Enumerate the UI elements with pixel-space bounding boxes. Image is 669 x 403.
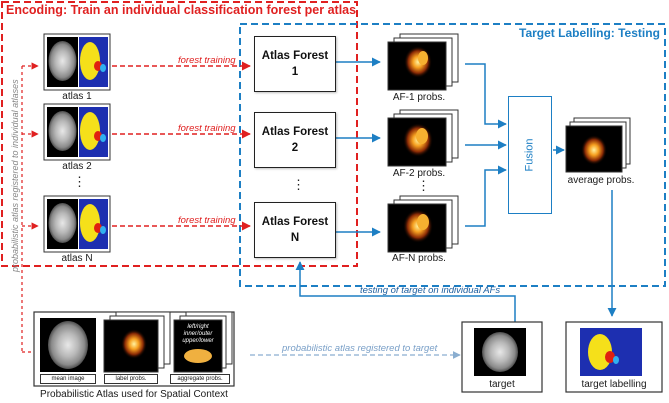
atlas-2-label: atlas 2 <box>62 161 92 172</box>
atlas-ellipsis: ⋮ <box>73 174 86 189</box>
registration-connector <box>21 62 39 353</box>
atlas-image-row-n <box>43 195 111 253</box>
target-labelling-label: target labelling <box>581 379 647 390</box>
atlas-forest-1-title: Atlas Forest <box>261 50 329 62</box>
agg-inner-outer: inner/outer <box>183 331 213 337</box>
side-registration-label: probabilistic atlas registered to indivi… <box>10 79 20 272</box>
mean-image-thumb <box>40 318 96 372</box>
fusion-box[interactable] <box>508 96 552 214</box>
prob-atlas-caption: Probabilistic Atlas used for Spatial Con… <box>40 389 228 400</box>
atlas-image-row-2 <box>43 103 111 161</box>
registered-to-target-label: probabilistic atlas registered to target <box>282 343 438 354</box>
atlas-image-row-1 <box>43 33 111 91</box>
forest-ellipsis: ⋮ <box>292 177 305 192</box>
atlas-forest-2-title: Atlas Forest <box>261 126 329 138</box>
forest-training-label-2: forest training <box>178 123 236 134</box>
label-probs-thumb <box>103 311 171 373</box>
agg-left-right: left/right <box>187 324 209 330</box>
fusion-label: Fusion <box>524 138 536 172</box>
target-label: target <box>489 379 515 390</box>
atlas-forest-2-index: 2 <box>291 142 299 154</box>
aggregate-probs-label: aggregate probs. <box>170 374 230 384</box>
agg-upper-lower: upper/lower <box>182 338 214 344</box>
forest-training-label-1: forest training <box>178 55 236 66</box>
atlas-forest-2[interactable]: Atlas Forest 2 <box>254 112 336 168</box>
testing-frame <box>239 23 666 287</box>
atlas-forest-n-index: N <box>290 232 300 244</box>
label-probs-label: label probs. <box>104 374 158 384</box>
af-n-probs-label: AF-N probs. <box>392 253 446 264</box>
encoding-frame <box>1 1 358 267</box>
af-n-probability-stack <box>387 195 459 253</box>
af-1-probs-label: AF-1 probs. <box>392 92 446 103</box>
forest-training-label-n: forest training <box>178 215 236 226</box>
average-probs-label: average probs. <box>567 175 635 186</box>
atlas-1-label: atlas 1 <box>62 91 92 102</box>
probs-ellipsis: ⋮ <box>417 178 430 193</box>
atlas-forest-n-title: Atlas Forest <box>261 216 329 228</box>
af-2-probs-label: AF-2 probs. <box>392 168 446 179</box>
average-probability-stack <box>565 117 631 173</box>
af-1-probability-stack <box>387 33 459 91</box>
mean-image-label: mean image <box>40 374 96 384</box>
aggregate-probs-thumb <box>173 311 233 373</box>
aggregate-directions: left/right inner/outer upper/lower <box>176 324 220 345</box>
testing-title: Target Labelling: Testing <box>519 26 660 40</box>
atlas-forest-1-index: 1 <box>291 66 299 78</box>
af-2-probability-stack <box>387 109 459 167</box>
atlas-forest-1[interactable]: Atlas Forest 1 <box>254 36 336 92</box>
testing-arrow-label: testing of target on individual AFs <box>360 285 501 296</box>
encoding-title: Encoding: Train an individual classifica… <box>6 3 357 17</box>
atlas-n-label: atlas N <box>61 253 93 264</box>
